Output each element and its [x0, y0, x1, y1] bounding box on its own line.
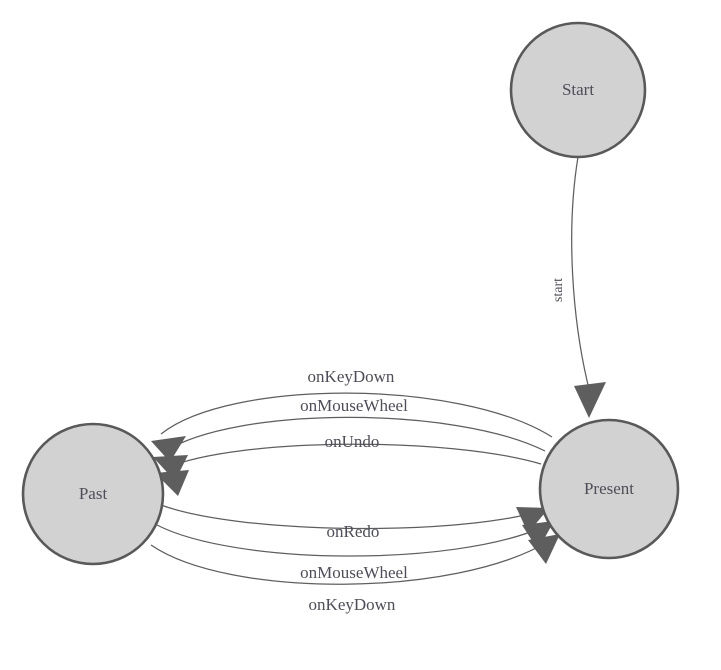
- edge-past-to-present-onredo-arrowhead: [516, 507, 549, 533]
- edge-present-to-past-onundo-arrowhead: [155, 470, 189, 496]
- edge-past-to-present-onredo-path: [160, 504, 538, 530]
- node-start[interactable]: Start: [509, 21, 647, 159]
- edge-present-to-past-onundo-path: [165, 443, 542, 469]
- edge-start-to-present-label: start: [551, 278, 566, 302]
- edge-past-to-present-onkeydown[interactable]: onKeyDown: [150, 534, 560, 614]
- node-past[interactable]: Past: [21, 422, 165, 566]
- node-past-label: Past: [79, 484, 108, 503]
- node-present-circle: [538, 418, 680, 560]
- edge-past-to-present-onmousewheel-label: onMouseWheel: [300, 563, 408, 582]
- edge-present-to-past-onmousewheel[interactable]: onMouseWheel: [153, 396, 546, 481]
- edge-present-to-past-onundo-label: onUndo: [325, 432, 380, 451]
- edge-start-to-present-arrowhead: [574, 382, 606, 418]
- node-past-circle: [21, 422, 165, 566]
- edge-present-to-past-onkeydown-label: onKeyDown: [308, 367, 395, 386]
- node-present-label: Present: [584, 479, 634, 498]
- edge-past-to-present-onkeydown-label: onKeyDown: [309, 595, 396, 614]
- node-start-label: Start: [562, 80, 594, 99]
- edge-start-to-present[interactable]: start: [551, 156, 606, 418]
- edge-present-to-past-onmousewheel-path: [163, 416, 546, 453]
- node-start-circle: [509, 21, 647, 159]
- edge-past-to-present-onredo-label: onRedo: [327, 522, 380, 541]
- node-present[interactable]: Present: [538, 418, 680, 560]
- edge-past-to-present-onmousewheel[interactable]: onMouseWheel: [156, 521, 554, 582]
- edge-past-to-present-onmousewheel-arrowhead: [522, 521, 554, 550]
- edge-start-to-present-path: [571, 156, 590, 390]
- edge-past-to-present-onkeydown-arrowhead: [528, 534, 560, 564]
- edge-past-to-present-onkeydown-path: [150, 540, 550, 585]
- edge-present-to-past-onundo[interactable]: onUndo: [155, 432, 542, 496]
- edge-present-to-past-onmousewheel-arrowhead: [153, 455, 188, 481]
- edge-past-to-present-onredo[interactable]: onRedo: [160, 504, 549, 541]
- edge-present-to-past-onkeydown-path: [160, 392, 553, 438]
- edge-present-to-past-onmousewheel-label: onMouseWheel: [300, 396, 408, 415]
- edge-past-to-present-onmousewheel-path: [156, 524, 544, 557]
